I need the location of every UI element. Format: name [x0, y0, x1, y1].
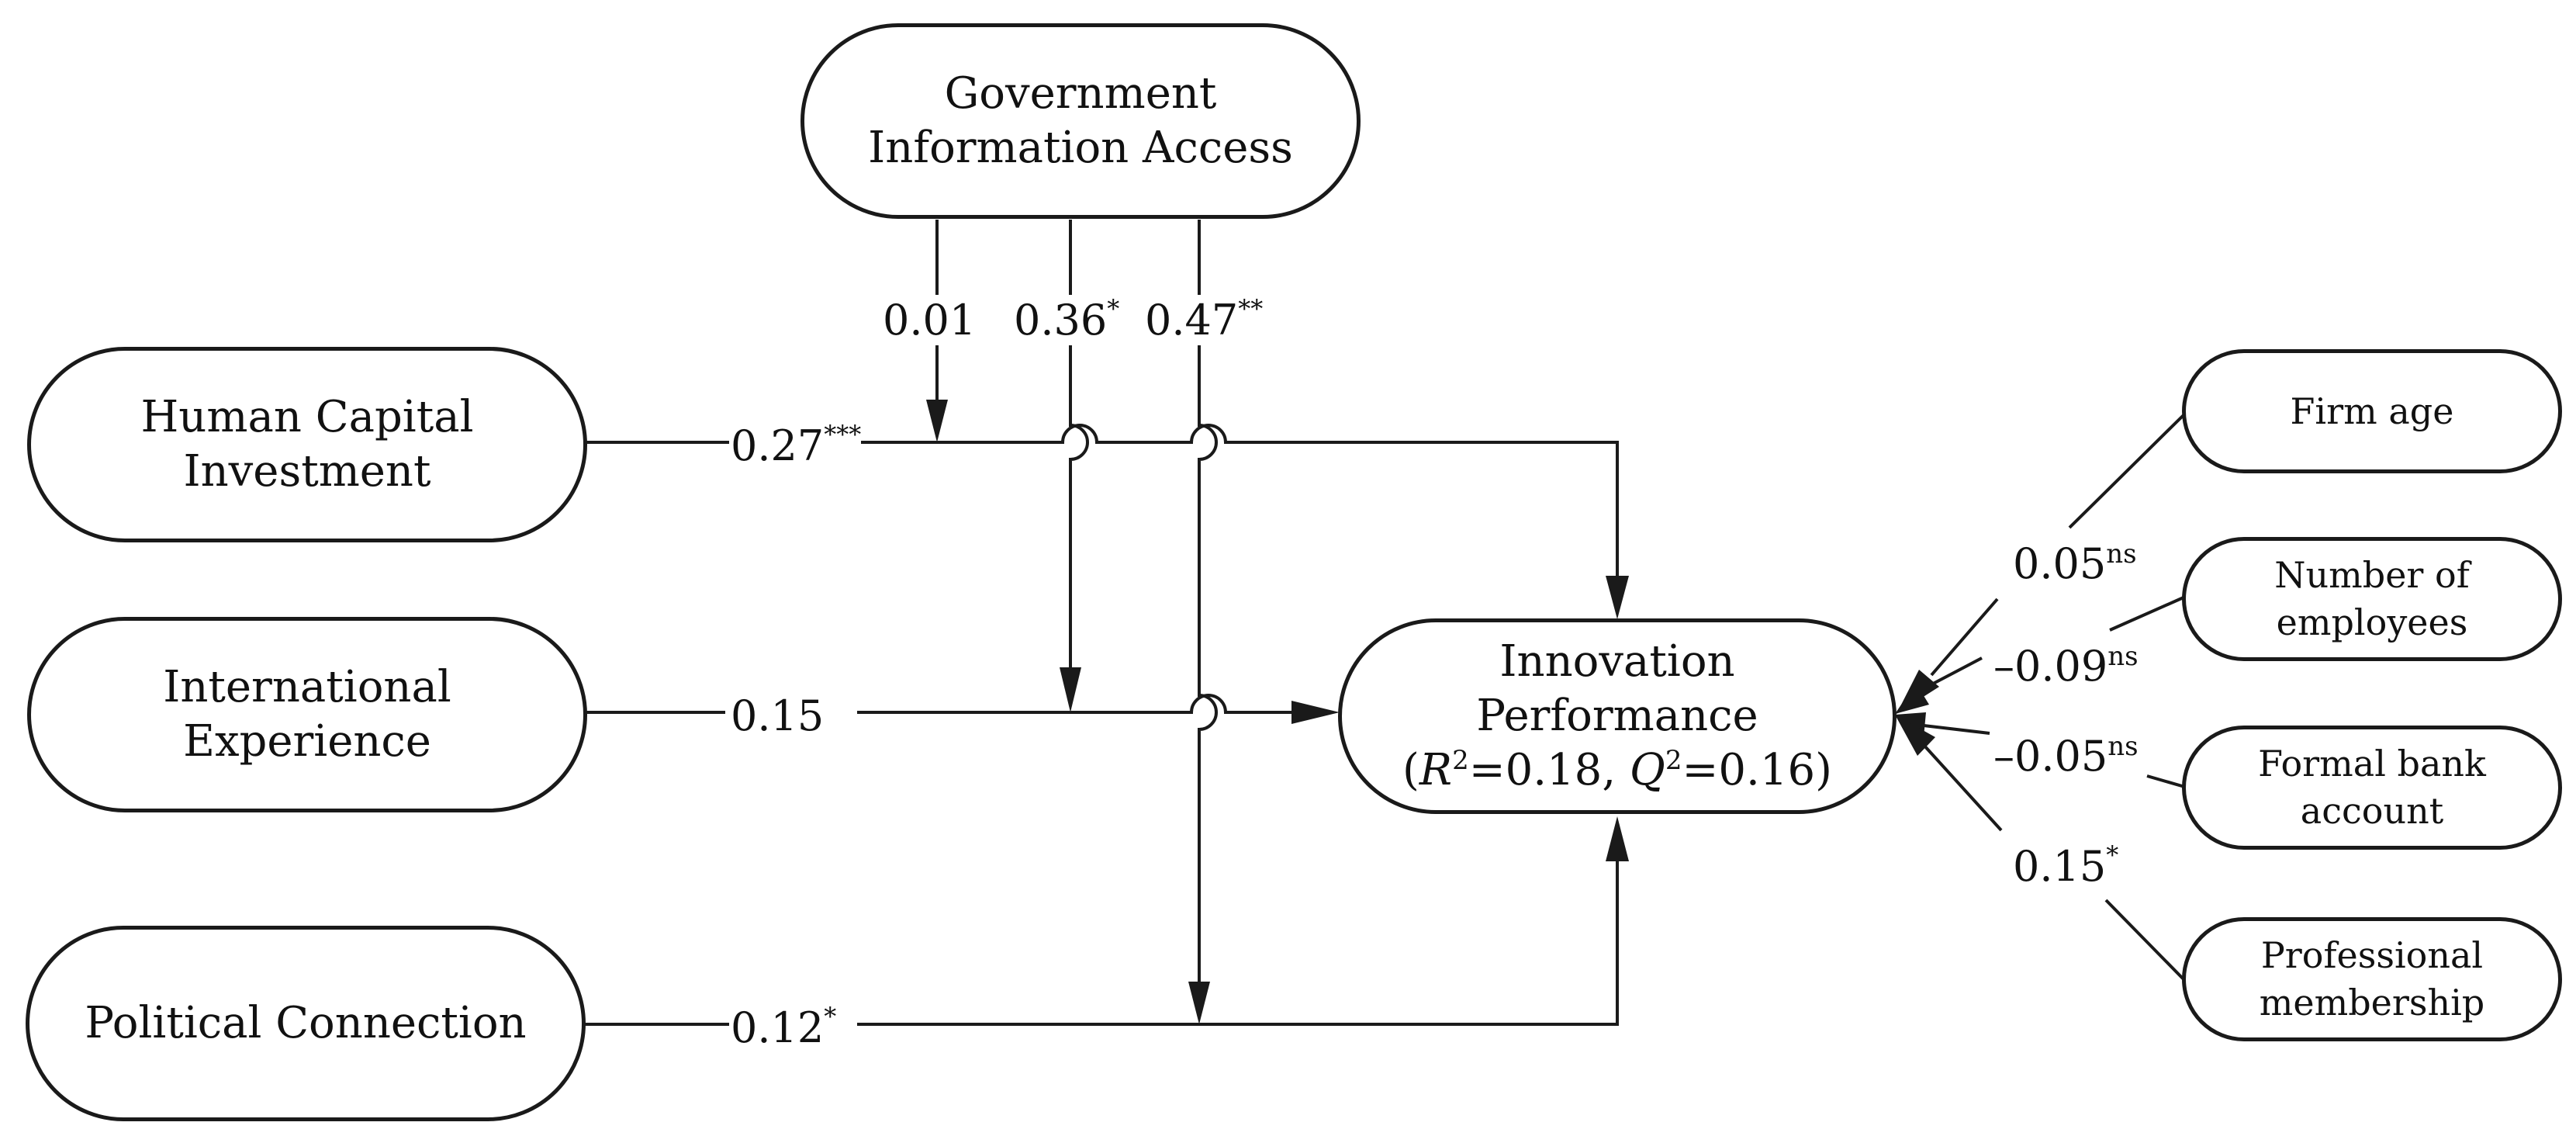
edge-bank [1923, 724, 2188, 789]
r-exponent: 2 [1452, 745, 1469, 776]
node-label: Information Access [868, 123, 1293, 173]
coef-firm-age: 0.05ns [2013, 541, 2137, 585]
node-firm-age: Firm age [2182, 349, 2562, 473]
q-value: =0.16) [1682, 745, 1832, 795]
coef-sig: ns [2106, 539, 2137, 570]
coef-value: 0.15 [2013, 842, 2107, 891]
coef-pc-ip: 0.12* [731, 1004, 837, 1049]
node-label: Human Capital [140, 392, 474, 442]
coef-sig: * [2106, 840, 2119, 870]
arrowhead-ie-ip [1291, 701, 1340, 724]
coef-value: 0.12 [731, 1003, 825, 1052]
coef-gia-ie: 0.36* [1014, 296, 1120, 341]
node-label: Number of [2274, 554, 2470, 597]
node-label: employees [2276, 601, 2468, 643]
coef-hci-ip: 0.27*** [731, 422, 862, 467]
node-label: Firm age [2290, 390, 2454, 432]
coef-sig: * [824, 1002, 837, 1031]
arrowhead-pc-ip [1606, 816, 1629, 861]
arrowhead-hci-ip [1606, 576, 1629, 619]
coef-ie-ip: 0.15 [731, 695, 825, 737]
q-exponent: 2 [1665, 745, 1682, 776]
node-human-capital-investment: Human Capital Investment [27, 347, 587, 542]
node-political-connection: Political Connection [26, 926, 586, 1121]
edge-pc-ip [582, 861, 1619, 1026]
r-value: =0.18, [1468, 745, 1630, 795]
q-symbol: Q [1629, 745, 1665, 795]
coef-sig: *** [824, 420, 862, 449]
node-government-information-access: Government Information Access [800, 23, 1361, 219]
node-label: Investment [183, 446, 431, 497]
node-label: International [163, 662, 451, 712]
open-paren: ( [1402, 745, 1419, 795]
node-international-experience: International Experience [27, 617, 587, 812]
node-innovation-performance: Innovation Performance (R2=0.18, Q2=0.16… [1338, 618, 1897, 814]
coef-value: 0.27 [731, 421, 825, 470]
arrowhead-membership [1895, 715, 1935, 756]
arrowhead-employees [1895, 683, 1929, 714]
coef-value: 0.01 [883, 296, 977, 345]
node-number-of-employees: Number of employees [2182, 537, 2562, 661]
coef-value: 0.36 [1014, 296, 1108, 345]
coef-sig: ns [2107, 641, 2139, 672]
node-label: Political Connection [85, 998, 527, 1048]
coef-gia-hci: 0.01 [883, 300, 977, 341]
coef-value: –0.09 [1993, 642, 2108, 691]
coef-gia-pc: 0.47** [1145, 296, 1264, 341]
edge-hci-ip [586, 424, 1619, 578]
node-label: Innovation [1499, 636, 1735, 687]
node-fit-stats: (R2=0.18, Q2=0.16) [1402, 743, 1832, 798]
edge-ie-ip [586, 694, 1291, 714]
node-label: Performance [1476, 691, 1758, 741]
coef-value: 0.15 [731, 691, 825, 740]
node-formal-bank-account: Formal bank account [2182, 726, 2562, 850]
edge-firm-age [1930, 414, 2185, 677]
edge-membership [1922, 743, 2187, 983]
coef-value: –0.05 [1993, 732, 2108, 781]
node-label: Professional [2260, 934, 2484, 977]
coef-sig: ** [1238, 294, 1264, 324]
coef-value: 0.05 [2013, 539, 2107, 588]
node-label: membership [2259, 982, 2485, 1024]
edge-gia-pc [1198, 220, 1218, 982]
node-label: Formal bank [2258, 743, 2486, 785]
arrowhead-gia-pc [1188, 982, 1210, 1024]
coef-sig: ns [2107, 731, 2139, 762]
edge-gia-ie [1069, 220, 1089, 667]
coef-employees: –0.09ns [1993, 643, 2139, 688]
node-professional-membership: Professional membership [2182, 917, 2562, 1041]
coef-bank: –0.05ns [1993, 733, 2139, 778]
arrowhead-gia-ie [1060, 667, 1081, 712]
node-label: Government [944, 68, 1217, 119]
node-label: account [2300, 790, 2444, 832]
arrowhead-gia-hci [926, 400, 948, 442]
coef-value: 0.47 [1145, 296, 1239, 345]
node-label: Experience [183, 716, 431, 767]
coef-sig: * [1107, 294, 1120, 324]
r-symbol: R [1419, 745, 1453, 795]
coef-membership: 0.15* [2013, 843, 2119, 888]
